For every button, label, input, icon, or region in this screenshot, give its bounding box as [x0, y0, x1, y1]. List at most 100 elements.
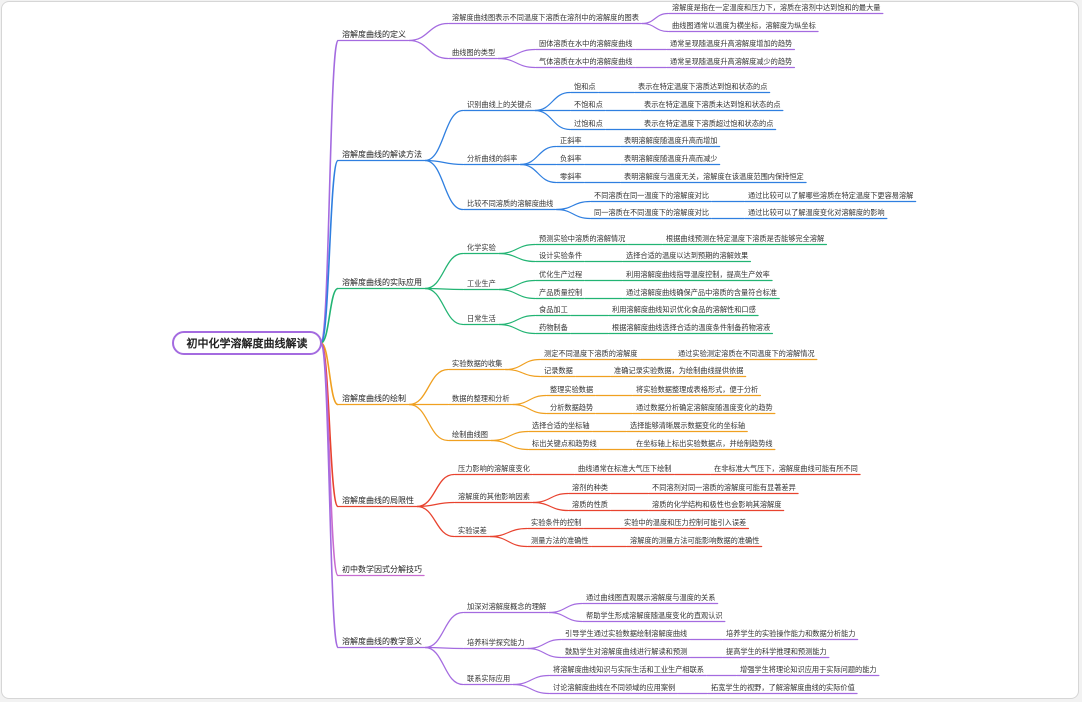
- branch-b4-0-0-0-node[interactable]: 通过实验测定溶质在不同温度下的溶解情况: [678, 349, 815, 358]
- branch-b2-2-0-0-node[interactable]: 通过比较可以了解哪些溶质在特定温度下更容易溶解: [748, 191, 913, 200]
- branch-b7-1-node[interactable]: 培养科学探究能力: [467, 638, 525, 647]
- branch-b5-1-0-node[interactable]: 溶剂的种类: [572, 483, 608, 492]
- branch-b2-2-node[interactable]: 比较不同溶质的溶解度曲线: [467, 199, 553, 208]
- branch-b6-node[interactable]: 初中数学因式分解技巧: [342, 564, 422, 574]
- branch-b3-2-1-edge: [498, 323, 536, 335]
- branch-b7-1-0-0-node[interactable]: 培养学生的实验操作能力和数据分析能力: [726, 629, 855, 638]
- branch-b2-1-0-node[interactable]: 正斜率: [560, 136, 582, 145]
- branch-b7-node[interactable]: 溶解度曲线的教学意义: [342, 636, 422, 646]
- branch-b7-2-1-node[interactable]: 讨论溶解度曲线在不同领域的应用案例: [553, 683, 675, 692]
- branch-b2-2-1-node[interactable]: 同一溶质在不同温度下的溶解度对比: [594, 208, 709, 217]
- branch-b7-2-0-0-node[interactable]: 增强学生将理论知识应用于实际问题的能力: [740, 665, 877, 674]
- branch-b1-0-1-node[interactable]: 曲线图通常以温度为横坐标，溶解度为纵坐标: [672, 21, 816, 30]
- branch-b3-0-0-node[interactable]: 预测实验中溶质的溶解情况: [539, 234, 625, 243]
- branch-b4-0-node[interactable]: 实验数据的收集: [452, 359, 502, 368]
- root-node[interactable]: 初中化学溶解度曲线解读: [172, 331, 322, 355]
- branch-b7-2-node[interactable]: 联系实际应用: [467, 674, 510, 683]
- branch-b4-1-1-node[interactable]: 分析数据趋势: [550, 403, 593, 412]
- branch-b1-0-node[interactable]: 溶解度曲线图表示不同温度下溶质在溶剂中的溶解度的图表: [452, 13, 639, 22]
- branch-b5-1-0-0-node[interactable]: 不同溶剂对同一溶质的溶解度可能有显著差异: [652, 483, 796, 492]
- branch-b2-1-2-node[interactable]: 零斜率: [560, 172, 582, 181]
- branch-b2-0-node[interactable]: 识别曲线上的关键点: [467, 100, 532, 109]
- branch-b3-0-1-node[interactable]: 设计实验条件: [539, 251, 582, 260]
- branch-b2-0-2-0-node[interactable]: 表示在特定温度下溶质超过饱和状态的点: [644, 119, 773, 128]
- branch-b2-1-0-0-node[interactable]: 表明溶解度随温度升高而增加: [624, 136, 717, 145]
- branch-b5-0-0-node[interactable]: 曲线通常在标准大气压下绘制: [578, 464, 671, 473]
- branch-b3-2-0-node[interactable]: 食品加工: [539, 305, 568, 314]
- branch-b1-1-1-0-node[interactable]: 通常呈现随温度升高溶解度减少的趋势: [670, 57, 792, 66]
- branch-b4-2-0-node[interactable]: 选择合适的坐标轴: [532, 421, 590, 430]
- branch-b1-node[interactable]: 溶解度曲线的定义: [342, 29, 406, 39]
- branch-b4-1-0-node[interactable]: 整理实验数据: [550, 385, 593, 394]
- branch-b3-0-0-0-node[interactable]: 根据曲线预测在特定温度下溶质是否能够完全溶解: [666, 234, 824, 243]
- branch-b2-1-1-node[interactable]: 负斜率: [560, 154, 582, 163]
- branch-b7-0-0-node[interactable]: 通过曲线图直观展示溶解度与温度的关系: [586, 593, 715, 602]
- branch-b2-0-2-node[interactable]: 过饱和点: [574, 119, 603, 128]
- branch-b3-0-1-0-node[interactable]: 选择合适的温度以达到预期的溶解效果: [626, 251, 748, 260]
- branch-b2-1-node[interactable]: 分析曲线的斜率: [467, 154, 517, 163]
- root-node-label: 初中化学溶解度曲线解读: [187, 336, 308, 350]
- branch-b7-0-0-edge: [548, 602, 583, 614]
- branch-b4-2-1-0-node[interactable]: 在坐标轴上标出实验数据点，并绘制趋势线: [636, 439, 773, 448]
- branch-b2-1-1-0-node[interactable]: 表明溶解度随温度升高而减少: [624, 154, 717, 163]
- branch-b3-1-1-node[interactable]: 产品质量控制: [539, 288, 582, 297]
- branch-b3-2-node[interactable]: 日常生活: [467, 314, 496, 323]
- branch-b4-0-1-node[interactable]: 记录数据: [544, 366, 573, 375]
- branch-b5-2-0-node[interactable]: 实验条件的控制: [531, 518, 581, 527]
- branch-b5-1-node[interactable]: 溶解度的其他影响因素: [458, 492, 530, 501]
- branch-b1-1-1-node[interactable]: 气体溶质在水中的溶解度曲线: [539, 57, 632, 66]
- branch-b7-1-1-edge: [527, 647, 562, 659]
- branch-b4-2-node[interactable]: 绘制曲线图: [452, 430, 488, 439]
- branch-b4-node[interactable]: 溶解度曲线的绘制: [342, 393, 406, 403]
- branch-b4-2-1-node[interactable]: 标出关键点和趋势线: [532, 439, 597, 448]
- branch-b5-0-node[interactable]: 压力影响的溶解度变化: [458, 464, 530, 473]
- branch-b1-0-0-edge: [641, 12, 669, 25]
- branch-b5-2-1-node[interactable]: 测量方法的准确性: [531, 536, 589, 545]
- branch-b3-2-1-0-node[interactable]: 根据溶解度曲线选择合适的温度条件制备药物溶液: [612, 323, 770, 332]
- branch-b2-0-1-0-node[interactable]: 表示在特定温度下溶质未达到饱和状态的点: [644, 100, 781, 109]
- branch-b4-0-0-node[interactable]: 测定不同温度下溶质的溶解度: [544, 349, 637, 358]
- branch-b2-0-0-node[interactable]: 饱和点: [574, 82, 596, 91]
- branch-b3-1-1-0-node[interactable]: 通过溶解度曲线确保产品中溶质的含量符合标准: [626, 288, 777, 297]
- branch-b1-1-0-0-node[interactable]: 通常呈现随温度升高溶解度增加的趋势: [670, 39, 792, 48]
- branch-b7-1-0-node[interactable]: 引导学生通过实验数据绘制溶解度曲线: [565, 629, 687, 638]
- branch-b2-0-1-node[interactable]: 不饱和点: [574, 100, 603, 109]
- branch-b5-node[interactable]: 溶解度曲线的局限性: [342, 495, 414, 505]
- branch-b2-2-0-node[interactable]: 不同溶质在同一温度下的溶解度对比: [594, 191, 709, 200]
- branch-b3-1-0-node[interactable]: 优化生产过程: [539, 270, 582, 279]
- branch-b5-2-0-0-node[interactable]: 实验中的温度和压力控制可能引入误差: [624, 518, 746, 527]
- branch-b5-2-node[interactable]: 实验误差: [458, 526, 487, 535]
- branch-b1-0-0-node[interactable]: 溶解度是指在一定温度和压力下，溶质在溶剂中达到饱和的最大量: [672, 3, 880, 12]
- branch-b5-0-0-0-node[interactable]: 在非标准大气压下，溶解度曲线可能有所不同: [714, 464, 858, 473]
- branch-b7-0-1-node[interactable]: 帮助学生形成溶解度随温度变化的直观认识: [586, 611, 723, 620]
- branch-b3-1-0-0-node[interactable]: 利用溶解度曲线指导温度控制，提高生产效率: [626, 270, 770, 279]
- branch-b3-2-0-0-node[interactable]: 利用溶解度曲线知识优化食品的溶解性和口感: [612, 305, 756, 314]
- branch-b7-1-1-0-node[interactable]: 提高学生的科学推理和预测能力: [726, 647, 827, 656]
- branch-b7-1-1-node[interactable]: 鼓励学生对溶解度曲线进行解读和预测: [565, 647, 687, 656]
- branch-b1-1-node[interactable]: 曲线图的类型: [452, 48, 495, 57]
- branch-b2-1-2-0-node[interactable]: 表明溶解度与温度无关，溶解度在该温度范围内保持恒定: [624, 172, 804, 181]
- branch-b3-node[interactable]: 溶解度曲线的实际应用: [342, 277, 422, 287]
- branch-b2-2-1-0-node[interactable]: 通过比较可以了解温度变化对溶解度的影响: [748, 208, 885, 217]
- branch-b5-1-1-0-node[interactable]: 溶质的化学结构和极性也会影响其溶解度: [652, 500, 781, 509]
- branch-b5-2-edge: [416, 505, 455, 538]
- branch-b1-1-0-node[interactable]: 固体溶质在水中的溶解度曲线: [539, 39, 632, 48]
- branch-b4-1-0-0-node[interactable]: 将实验数据整理成表格形式，便于分析: [636, 385, 758, 394]
- branch-b4-0-1-0-node[interactable]: 准确记录实验数据，为绘制曲线提供依据: [614, 366, 743, 375]
- branch-b5-1-1-node[interactable]: 溶质的性质: [572, 500, 608, 509]
- branch-b3-1-node[interactable]: 工业生产: [467, 279, 496, 288]
- branch-b2-node[interactable]: 溶解度曲线的解读方法: [342, 149, 422, 159]
- branch-b4-1-1-0-node[interactable]: 通过数据分析确定溶解度随温度变化的趋势: [636, 403, 773, 412]
- branch-b3-2-1-node[interactable]: 药物制备: [539, 323, 568, 332]
- branch-b4-1-node[interactable]: 数据的整理和分析: [452, 394, 510, 403]
- branch-b4-2-0-0-node[interactable]: 选择能够清晰展示数据变化的坐标轴: [630, 421, 745, 430]
- branch-b5-2-1-0-node[interactable]: 溶解度的测量方法可能影响数据的准确性: [630, 536, 759, 545]
- branch-b2-0-0-0-node[interactable]: 表示在特定温度下溶质达到饱和状态的点: [638, 82, 767, 91]
- branch-b3-0-node[interactable]: 化学实验: [467, 243, 496, 252]
- branch-b7-2-1-0-node[interactable]: 拓宽学生的视野，了解溶解度曲线的实际价值: [711, 683, 855, 692]
- branch-b7-0-node[interactable]: 加深对溶解度概念的理解: [467, 602, 546, 611]
- branch-b2-edge: [320, 159, 339, 344]
- branch-b7-edge: [320, 342, 339, 649]
- branch-b7-2-0-node[interactable]: 将溶解度曲线知识与实际生活和工业生产相联系: [553, 665, 704, 674]
